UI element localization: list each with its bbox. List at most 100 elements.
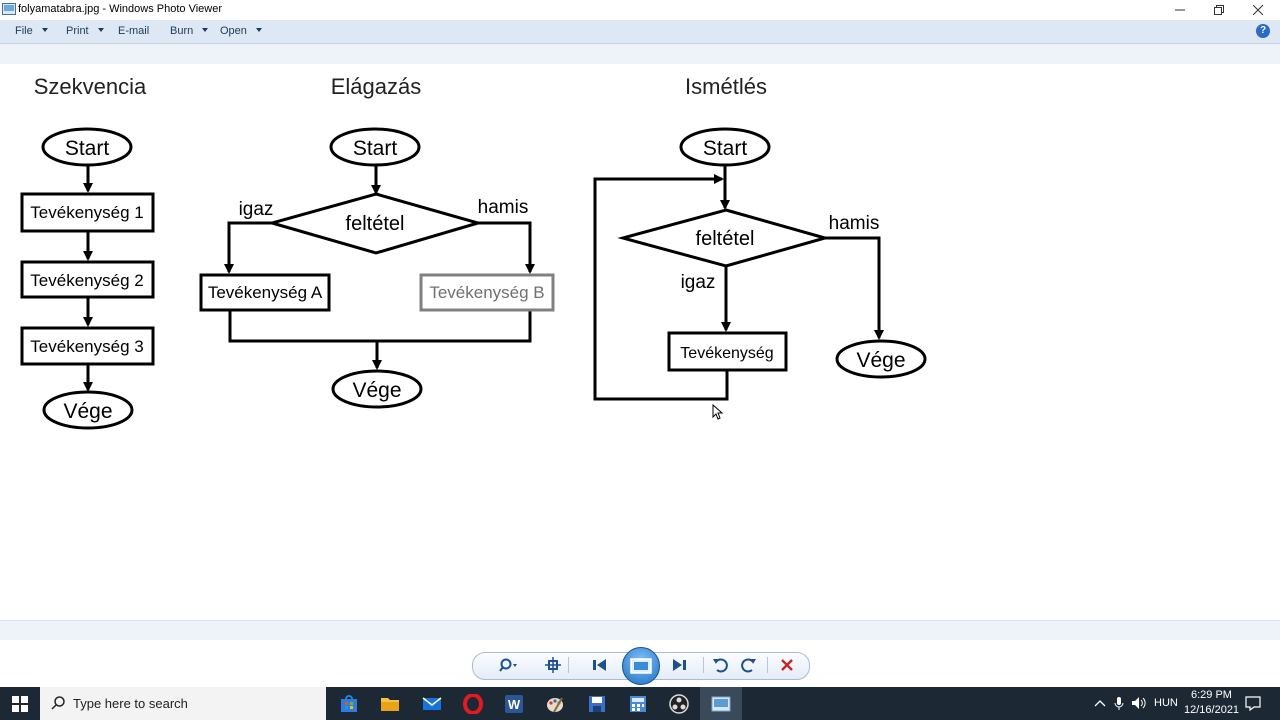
branch-false-label: hamis <box>478 197 529 218</box>
branch-end-label: Vége <box>352 379 401 402</box>
loop-false-label: hamis <box>829 213 880 234</box>
fit-icon <box>545 657 561 673</box>
next-button[interactable] <box>668 655 690 675</box>
branch-title: Elágazás <box>331 74 422 99</box>
speaker-icon[interactable] <box>1131 696 1147 710</box>
photo-viewer-icon <box>711 696 731 712</box>
mouse-cursor-icon <box>712 403 724 420</box>
mail-icon <box>422 697 442 710</box>
branch-action-a-node <box>199 273 331 312</box>
taskbar: Type here to search W HUN 6:29 PM 12/16/… <box>0 687 1280 720</box>
notification-icon[interactable] <box>1245 696 1261 711</box>
save-icon <box>589 696 605 712</box>
loop-start-node <box>679 127 771 167</box>
sequence-step1-label: Tevékenység 1 <box>30 203 143 222</box>
actual-size-button[interactable] <box>542 655 564 675</box>
microphone-icon[interactable] <box>1114 696 1124 711</box>
zoom-button[interactable] <box>497 655 519 675</box>
sequence-start-node <box>41 127 133 167</box>
rotate-right-button[interactable] <box>738 655 760 675</box>
flowchart-diagram: Szekvencia Elágazás Ismétlés Start Tevék… <box>20 74 927 430</box>
slideshow-button[interactable] <box>622 647 660 685</box>
separator <box>767 657 768 673</box>
taskbar-word[interactable]: W <box>501 691 527 717</box>
branch-merge-line <box>228 311 532 343</box>
taskbar-save-app[interactable] <box>584 691 610 717</box>
menu-email[interactable]: E-mail <box>118 25 149 37</box>
previous-button[interactable] <box>589 655 611 675</box>
loop-action-label: Tevékenység <box>680 345 773 362</box>
clock-date[interactable]: 12/16/2021 <box>1184 704 1240 716</box>
chevron-down-icon <box>41 28 48 32</box>
arrow-loop-false <box>825 236 884 340</box>
taskbar-store[interactable] <box>336 691 362 717</box>
minimize-button[interactable] <box>1161 0 1199 20</box>
branch-condition-node <box>266 192 484 255</box>
taskbar-mail[interactable] <box>419 691 445 717</box>
search-placeholder: Type here to search <box>73 696 188 711</box>
taskbar-paint[interactable] <box>542 691 568 717</box>
opera-icon <box>463 694 483 714</box>
branch-condition-label: feltétel <box>346 213 405 235</box>
obs-icon <box>669 694 689 714</box>
taskbar-file-explorer[interactable] <box>377 691 403 717</box>
sequence-start-label: Start <box>65 137 110 160</box>
loop-condition-label: feltétel <box>696 228 755 250</box>
loop-true-label: igaz <box>681 272 716 293</box>
arrow-branch-false <box>478 221 535 274</box>
branch-action-b-label: Tevékenység B <box>429 283 544 302</box>
taskbar-calculator[interactable] <box>625 691 651 717</box>
branch-action-a-label: Tevékenység A <box>208 283 323 302</box>
loop-condition-node <box>617 208 831 268</box>
file-explorer-icon <box>381 698 399 711</box>
photo-viewer-app-icon <box>2 3 16 15</box>
menu-open[interactable]: Open <box>220 25 262 37</box>
arrow-loop-back <box>593 174 729 401</box>
minimize-icon <box>1175 9 1185 11</box>
rotate-right-icon <box>741 658 756 673</box>
taskbar-opera[interactable] <box>460 691 486 717</box>
taskbar-photo-viewer[interactable] <box>708 691 734 717</box>
menu-email-label: E-mail <box>118 25 150 37</box>
clock-time[interactable]: 6:29 PM <box>1191 689 1232 701</box>
menu-bar: File Print E-mail Burn Open ? <box>0 20 1280 44</box>
search-box[interactable]: Type here to search <box>40 687 326 720</box>
close-button[interactable] <box>1239 0 1277 20</box>
sequence-end-node <box>42 390 134 430</box>
sequence-step2-label: Tevékenység 2 <box>30 271 143 290</box>
delete-icon <box>781 659 793 671</box>
input-language[interactable]: HUN <box>1154 697 1178 709</box>
menu-open-label: Open <box>220 25 247 37</box>
restore-button[interactable] <box>1200 0 1238 20</box>
branch-end-node <box>331 369 423 409</box>
rotate-left-button[interactable] <box>709 655 731 675</box>
branch-action-b-node <box>419 273 555 312</box>
sequence-step3-node <box>20 326 155 366</box>
menu-print[interactable]: Print <box>66 25 104 37</box>
rotate-left-icon <box>713 658 728 673</box>
windows-start-icon <box>12 695 28 712</box>
separator <box>703 657 704 673</box>
zoom-icon <box>499 658 517 672</box>
taskbar-obs[interactable] <box>666 691 692 717</box>
next-icon <box>673 659 686 671</box>
word-icon: W <box>505 695 523 713</box>
chevron-down-icon <box>202 28 209 32</box>
menu-print-label: Print <box>66 25 89 37</box>
displayed-image: Szekvencia Elágazás Ismétlés Start Tevék… <box>0 64 1280 620</box>
start-button[interactable] <box>0 687 40 720</box>
sequence-title: Szekvencia <box>34 74 147 99</box>
branch-start-node <box>329 127 421 167</box>
help-icon[interactable]: ? <box>1256 24 1270 38</box>
svg-text:W: W <box>508 697 521 712</box>
restore-icon <box>1214 5 1224 15</box>
chevron-up-icon[interactable] <box>1094 699 1106 707</box>
menu-file[interactable]: File <box>15 25 48 37</box>
view-bottom-strip <box>0 620 1280 641</box>
delete-button[interactable] <box>776 655 798 675</box>
search-icon <box>51 696 65 710</box>
menu-burn[interactable]: Burn <box>170 25 209 37</box>
loop-end-label: Vége <box>856 349 905 372</box>
loop-title: Ismétlés <box>685 74 767 99</box>
loop-end-node <box>835 339 927 379</box>
